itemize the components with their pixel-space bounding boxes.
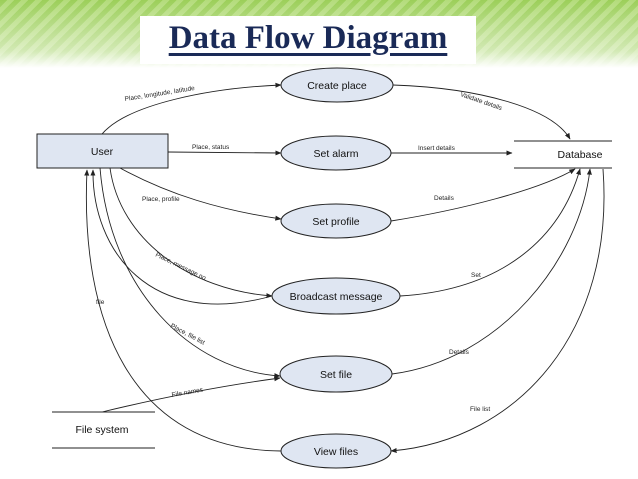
flow-user-create-place [101, 82, 282, 135]
user-entity-label: User [91, 146, 114, 158]
title-box [140, 16, 476, 64]
flow-user-set-alarm [167, 150, 282, 156]
file-system-label: File system [75, 424, 128, 436]
flow-broadcast-db [399, 168, 581, 297]
flow-user-set-file [99, 167, 281, 379]
user-entity-box [36, 133, 169, 169]
database-label: Database [558, 149, 603, 161]
flow-set-profile-db [390, 168, 576, 222]
label-fs-setfile: File names [171, 386, 204, 399]
label-db-view: File list [470, 406, 490, 413]
label-user-create: Place, longitude, latitude [124, 85, 195, 103]
label-user-alarm: Place, status [192, 144, 230, 151]
flow-file-to-user [90, 169, 273, 305]
flow-user-set-profile [119, 167, 282, 221]
set-profile-label: Set profile [312, 216, 359, 228]
page-title: Data Flow Diagram [168, 20, 448, 56]
view-files-label: View files [314, 446, 358, 458]
label-alarm-db: Insert details [418, 145, 456, 152]
create-place-label: Create place [307, 80, 367, 92]
label-profile-db: Details [434, 195, 455, 202]
label-user-setfile: Place, file list [169, 323, 206, 347]
flow-db-view-files [390, 168, 605, 454]
flow-user-broadcast [109, 167, 273, 299]
flow-view-to-user [84, 169, 282, 452]
flow-fs-set-file [101, 376, 281, 413]
broadcast-message-label: Broadcast message [290, 291, 383, 303]
label-user-profile: Place, profile [142, 196, 180, 203]
label-broadcast-db: Set [471, 272, 481, 279]
set-file-label: Set file [320, 369, 352, 381]
flow-set-file-db [391, 168, 592, 375]
label-file-to-user: file [96, 299, 105, 306]
label-setfile-db: Details [449, 349, 470, 356]
set-alarm-label: Set alarm [314, 148, 359, 160]
label-create-db: Validate details [459, 91, 503, 112]
flow-create-place-db [392, 84, 571, 140]
label-user-broadcast: Place, message no. [154, 252, 209, 283]
